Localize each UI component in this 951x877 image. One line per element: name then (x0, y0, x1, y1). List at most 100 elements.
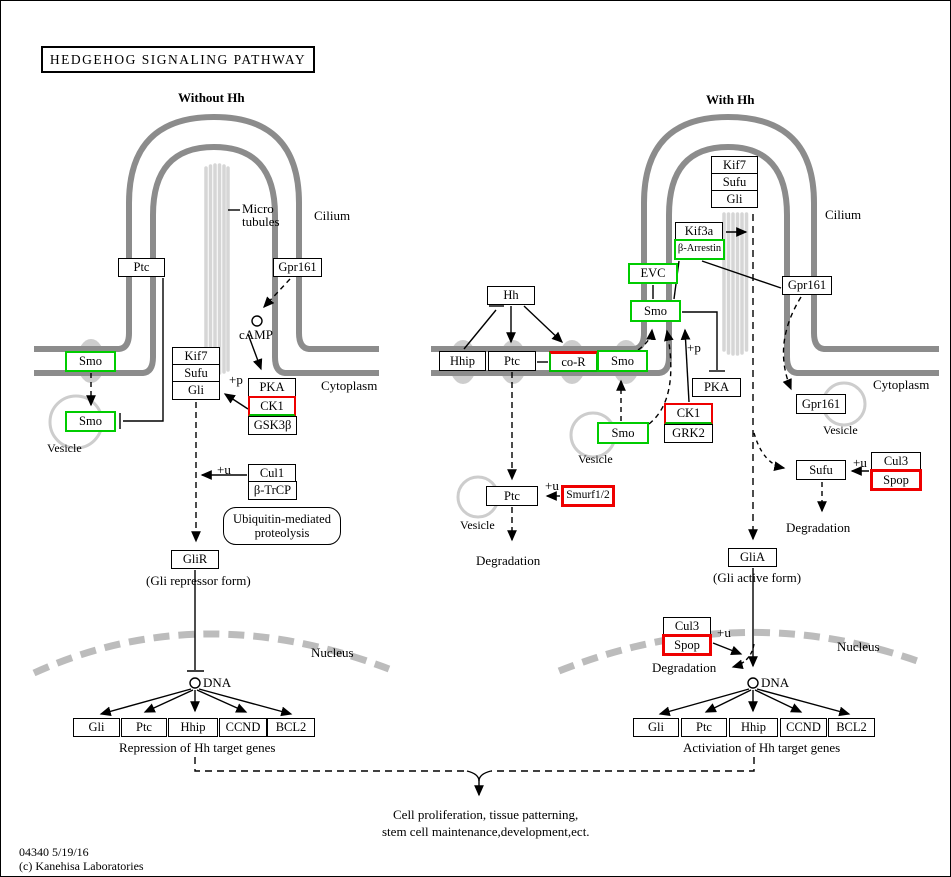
node-smurf12[interactable]: Smurf1/2 (561, 485, 615, 507)
plus-p-right: +p (687, 340, 701, 355)
nucleus-label-right: Nucleus (837, 639, 880, 654)
node-glir[interactable]: GliR (171, 550, 219, 569)
dna-circle-right (747, 677, 759, 689)
repression-caption: Repression of Hh target genes (119, 740, 276, 755)
plus-u-left: +u (217, 462, 231, 477)
degradation-sufu: Degradation (786, 520, 851, 535)
ubiquitin-note-line1: Ubiquitin-mediated (233, 511, 331, 526)
relations-left (86, 209, 467, 772)
node-co-r[interactable]: co-R (549, 351, 598, 372)
plus-u-smurf: +u (545, 478, 559, 493)
vesicle-label-smo: Vesicle (578, 452, 613, 466)
dna-label-left: DNA (203, 675, 232, 690)
cytoplasm-label-right: Cytoplasm (873, 377, 930, 392)
camp-circle (251, 315, 263, 327)
node-hh[interactable]: Hh (487, 286, 535, 305)
ubiquitin-note-line2: proteolysis (254, 526, 310, 540)
node-glia[interactable]: GliA (728, 548, 777, 567)
activation-caption: Activiation of Hh target genes (683, 740, 841, 755)
gene-hhip-left[interactable]: Hhip (168, 718, 218, 737)
microtubules-label-line2: tubules (242, 214, 280, 229)
outcome-connector (466, 770, 492, 797)
gene-bcl2-right[interactable]: BCL2 (828, 718, 875, 737)
node-gpr161-cilium-right[interactable]: Gpr161 (782, 276, 832, 295)
node-pka-left[interactable]: PKA (248, 378, 296, 397)
node-cul3-nucleus[interactable]: Cul3 (663, 617, 711, 635)
heading-with-hh: With Hh (706, 92, 755, 107)
microtubules-right (722, 212, 749, 356)
node-smo-vesicle-left[interactable]: Smo (65, 411, 116, 432)
gene-ptc-right[interactable]: Ptc (681, 718, 727, 737)
nucleus-right-arc (557, 628, 925, 675)
map-id: 04340 5/19/16 (19, 845, 89, 859)
outcome-line1: Cell proliferation, tissue patterning, (393, 807, 579, 822)
node-b-arrestin[interactable]: β-Arrestin (674, 239, 725, 260)
node-cul1-left[interactable]: Cul1 (248, 464, 296, 482)
node-gli-cilium-right[interactable]: Gli (711, 190, 758, 208)
node-ptc-cilium-left[interactable]: Ptc (118, 258, 165, 277)
node-cul3-cyto[interactable]: Cul3 (871, 452, 921, 470)
node-kif7-right[interactable]: Kif7 (711, 156, 758, 174)
gene-gli-left[interactable]: Gli (73, 718, 120, 737)
cytoplasm-label-left: Cytoplasm (321, 378, 378, 393)
node-smo-membrane-left[interactable]: Smo (65, 351, 116, 372)
node-pka-right[interactable]: PKA (692, 378, 741, 397)
node-gpr161-cilium-left[interactable]: Gpr161 (273, 258, 322, 277)
membrane-right-inner (431, 143, 939, 376)
gene-gli-right[interactable]: Gli (633, 718, 679, 737)
gene-ccnd-left[interactable]: CCND (219, 718, 267, 737)
node-spop-cyto[interactable]: Spop (870, 469, 922, 491)
cilium-label-right: Cilium (825, 207, 862, 222)
node-evc[interactable]: EVC (628, 263, 678, 284)
membrane-right-outer (431, 113, 939, 352)
camp-label: cAMP (239, 327, 273, 342)
vesicle-circles (48, 381, 867, 519)
gene-bcl2-left[interactable]: BCL2 (267, 718, 315, 737)
nucleus-left-arc (32, 630, 391, 677)
node-smo-vesicle-right[interactable]: Smo (597, 422, 649, 444)
dna-label-right: DNA (761, 675, 790, 690)
node-gli-left[interactable]: Gli (172, 381, 220, 400)
node-gsk3b-left[interactable]: GSK3β (248, 416, 297, 435)
node-sufu-cyto[interactable]: Sufu (796, 460, 846, 480)
gene-ccnd-right[interactable]: CCND (780, 718, 827, 737)
relations-right (463, 214, 869, 772)
node-ptc-vesicle[interactable]: Ptc (486, 486, 538, 506)
node-kif7-left[interactable]: Kif7 (172, 347, 220, 365)
plus-p-left: +p (229, 372, 243, 387)
node-kif3a[interactable]: Kif3a (675, 222, 723, 240)
node-gpr161-vesicle[interactable]: Gpr161 (796, 394, 846, 414)
node-ck1-right[interactable]: CK1 (664, 403, 713, 425)
glia-caption: (Gli active form) (713, 570, 802, 585)
plus-u-sufu: +u (853, 455, 867, 470)
cell-membranes (34, 113, 939, 376)
ubiquitin-proteolysis-note[interactable]: Ubiquitin-mediated proteolysis (223, 507, 341, 545)
outcome-line2: stem cell maintenance,development,ect. (382, 824, 590, 839)
node-smo-membrane-right[interactable]: Smo (597, 350, 648, 372)
microtubules-label-line1: Micro (242, 201, 274, 216)
glir-caption: (Gli repressor form) (146, 573, 251, 588)
membrane-left-inner (34, 143, 379, 376)
membrane-left-outer (34, 113, 379, 352)
gene-hhip-right[interactable]: Hhip (729, 718, 778, 737)
nucleus-membranes (32, 628, 925, 677)
dna-circle-left (189, 677, 201, 689)
microtubules-left (204, 163, 230, 375)
heading-without-hh: Without Hh (178, 90, 245, 105)
vesicle-label-gpr161: Vesicle (823, 423, 858, 437)
node-sufu-cilium-right[interactable]: Sufu (711, 173, 758, 191)
node-ptc-membrane-right[interactable]: Ptc (488, 351, 536, 371)
node-sufu-left[interactable]: Sufu (172, 364, 220, 382)
node-btrcp-left[interactable]: β-TrCP (248, 481, 297, 500)
cilium-label-left: Cilium (314, 208, 351, 223)
node-ck1-left[interactable]: CK1 (248, 396, 296, 417)
node-hhip-membrane[interactable]: Hhip (439, 351, 486, 371)
gene-ptc-left[interactable]: Ptc (121, 718, 167, 737)
node-grk2[interactable]: GRK2 (664, 424, 713, 443)
node-spop-nucleus[interactable]: Spop (662, 634, 712, 656)
vesicle-label-ptc: Vesicle (460, 518, 495, 532)
degradation-gli: Degradation (652, 660, 717, 675)
plus-u-spop: +u (717, 625, 731, 640)
node-smo-cilium-right[interactable]: Smo (630, 300, 681, 322)
